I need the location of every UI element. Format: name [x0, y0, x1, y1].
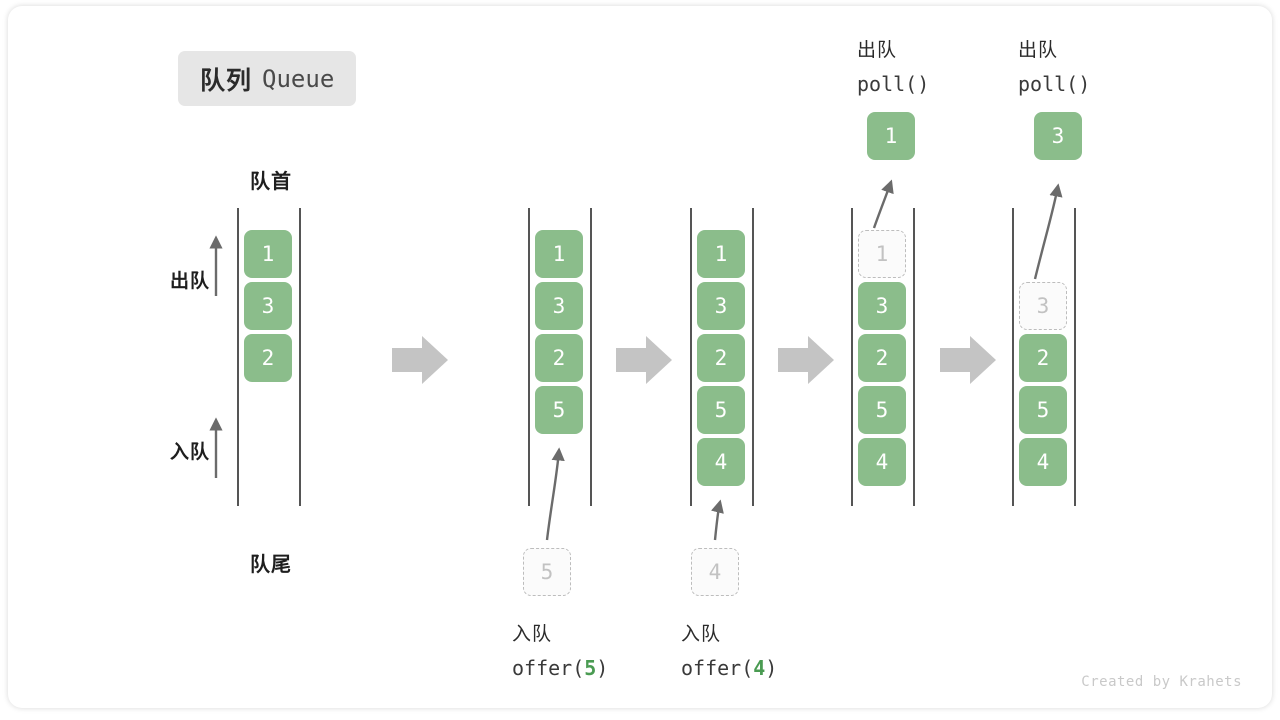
stage-5-item-2: 4 — [1019, 438, 1067, 486]
dequeue-side-label: 出队 — [169, 271, 210, 292]
stage-1-item-1: 3 — [244, 282, 292, 330]
stage-3-item-3: 5 — [697, 386, 745, 434]
stage-5-popped-box: 3 — [1034, 112, 1082, 160]
offer-4-arrow — [711, 499, 724, 541]
step-arrow-3 — [778, 336, 834, 384]
stage-5-caption-cn: 出队 — [1018, 40, 1059, 61]
stage-1-rail-right — [299, 208, 301, 506]
title-cn: 队列 — [200, 66, 253, 95]
stage-5-item-1: 5 — [1019, 386, 1067, 434]
stage-4-item-1: 2 — [858, 334, 906, 382]
poll-1-arrow — [872, 179, 894, 229]
stage-2-item-2: 2 — [535, 334, 583, 382]
stage-3-rail-right — [752, 208, 754, 506]
stage-2-caption-code: offer(5) — [512, 651, 608, 686]
stage-4-caption-code: poll() — [857, 72, 930, 97]
stage-2-rail-right — [590, 208, 592, 506]
stage-2-code-prefix: offer( — [512, 656, 585, 681]
queue-head-label: 队首 — [250, 171, 292, 193]
stage-3-caption-code: offer(4) — [681, 651, 777, 686]
stage-5-rail-left — [1012, 208, 1014, 506]
stage-4-rail-left — [851, 208, 853, 506]
offer-5-arrow — [545, 447, 565, 541]
title-en: Queue — [262, 64, 335, 93]
arrow-overlay — [209, 179, 1063, 541]
stage-2-item-1: 3 — [535, 282, 583, 330]
stage-3-item-4: 4 — [697, 438, 745, 486]
stage-3-item-0: 1 — [697, 230, 745, 278]
stage-2-rail-left — [528, 208, 530, 506]
stage-2-item-3: 5 — [535, 386, 583, 434]
step-arrow-2 — [616, 336, 672, 384]
stage-4-ghost-box: 1 — [858, 230, 906, 278]
stage-2-code-suffix: ) — [596, 656, 609, 681]
stage-3-item-2: 2 — [697, 334, 745, 382]
stage-5-ghost-box: 3 — [1019, 282, 1067, 330]
stage-2-item-0: 1 — [535, 230, 583, 278]
stage-4-item-0: 3 — [858, 282, 906, 330]
stage-5-item-0: 2 — [1019, 334, 1067, 382]
stage-3-rail-left — [690, 208, 692, 506]
stage-3-ghost-box: 4 — [691, 548, 739, 596]
stage-3-caption: 入队 offer(4) — [681, 618, 777, 686]
stage-4-item-2: 5 — [858, 386, 906, 434]
stage-2-caption: 入队 offer(5) — [512, 618, 608, 686]
stage-3-code-prefix: offer( — [681, 656, 754, 681]
step-arrow-4 — [940, 336, 996, 384]
stage-4-popped-box: 1 — [867, 112, 915, 160]
stage-5-caption-code: poll() — [1018, 72, 1091, 97]
stage-4-item-3: 4 — [858, 438, 906, 486]
stage-3-item-1: 3 — [697, 282, 745, 330]
enqueue-side-label: 入队 — [169, 442, 210, 463]
diagram-card: 队列 Queue 队首 队尾 出队 入队 1 3 2 1 3 2 5 5 入队 … — [8, 6, 1272, 708]
stage-5-caption: 出队 poll() — [1018, 34, 1090, 102]
stage-3-caption-cn: 入队 — [681, 624, 722, 645]
stage-1-item-2: 2 — [244, 334, 292, 382]
stage-2-caption-cn: 入队 — [512, 624, 553, 645]
stage-2-ghost-box: 5 — [523, 548, 571, 596]
title-badge: 队列 Queue — [178, 51, 357, 106]
stage-1-item-0: 1 — [244, 230, 292, 278]
stage-4-caption: 出队 poll() — [857, 34, 929, 102]
stage-1-rail-left — [237, 208, 239, 506]
credit-text: Created by Krahets — [1081, 674, 1242, 690]
poll-3-arrow — [1033, 183, 1063, 280]
stage-4-rail-right — [913, 208, 915, 506]
queue-tail-label: 队尾 — [250, 554, 292, 576]
stage-3-code-num: 4 — [753, 656, 766, 681]
stage-4-caption-cn: 出队 — [857, 40, 898, 61]
step-arrow-1 — [392, 336, 448, 384]
stage-3-code-suffix: ) — [765, 656, 778, 681]
stage-2-code-num: 5 — [584, 656, 597, 681]
stage-5-rail-right — [1074, 208, 1076, 506]
